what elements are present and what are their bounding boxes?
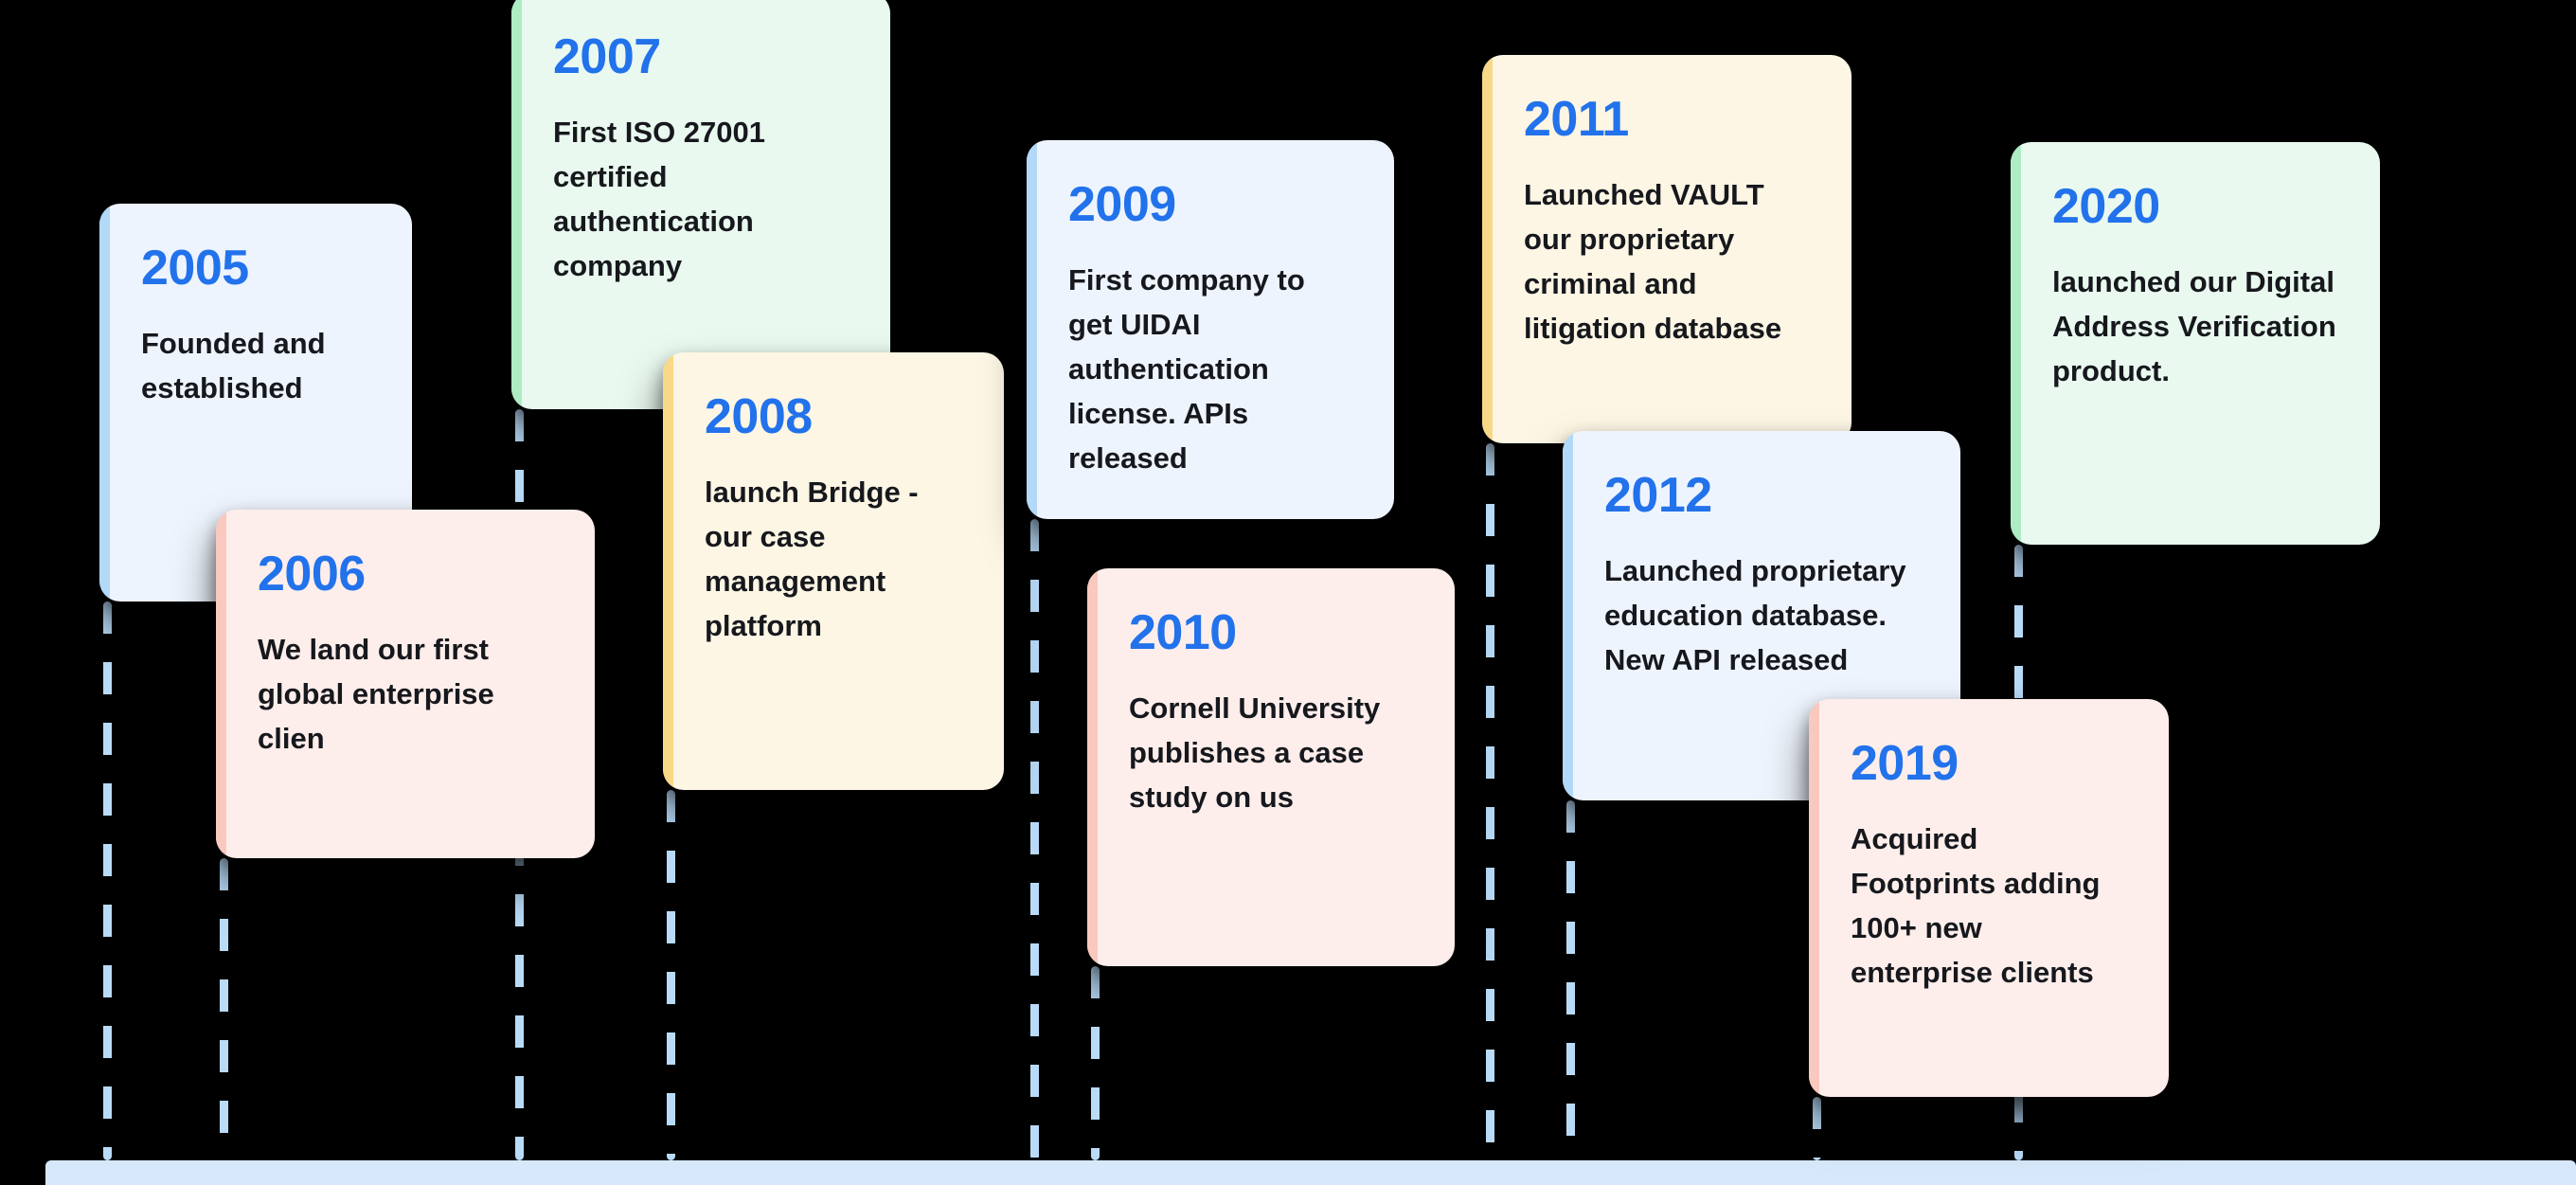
connector-line-2019 <box>1813 1097 1821 1160</box>
milestone-year-label: 2012 <box>1604 468 1712 523</box>
card-accent-stripe <box>1087 568 1098 966</box>
milestone-year-label: 2006 <box>258 547 366 601</box>
milestone-description: Acquired Footprints adding 100+ new ente… <box>1851 822 2101 990</box>
timeline-baseline-bar <box>45 1160 2576 1185</box>
milestone-year-label: 2007 <box>553 29 661 84</box>
connector-line-2006 <box>220 858 228 1160</box>
milestone-description: We land our first global enterprise clie… <box>258 633 494 756</box>
card-accent-stripe <box>1482 55 1493 443</box>
milestone-year-label: 2011 <box>1524 92 1629 147</box>
card-accent-stripe <box>99 204 110 601</box>
milestone-year-label: 2005 <box>141 241 249 296</box>
milestone-description: Cornell University publishes a case stud… <box>1129 691 1381 815</box>
milestone-card-2008[interactable]: 2008 launch Bridge - our case management … <box>663 352 1004 790</box>
milestone-year-label: 2008 <box>705 389 813 444</box>
connector-line-2012 <box>1566 800 1575 1160</box>
milestone-description: First company to get UIDAI authenticatio… <box>1068 263 1305 476</box>
card-accent-stripe <box>1563 431 1573 800</box>
card-accent-stripe <box>1027 140 1037 519</box>
milestone-card-2006[interactable]: 2006 We land our first global enterprise … <box>216 510 595 858</box>
card-accent-stripe <box>663 352 673 790</box>
milestone-description: Launched VAULT our proprietary criminal … <box>1524 178 1782 346</box>
milestone-description: Launched proprietary education database.… <box>1604 554 1906 677</box>
milestone-description: launched our Digital Address Verificatio… <box>2052 265 2336 388</box>
milestone-description: Founded and established <box>141 327 326 405</box>
card-accent-stripe <box>216 510 226 858</box>
card-accent-stripe <box>511 0 522 409</box>
card-accent-stripe <box>2011 142 2021 545</box>
connector-line-2011 <box>1486 443 1494 1160</box>
milestone-year-label: 2009 <box>1068 177 1176 232</box>
connector-line-2010 <box>1091 966 1100 1160</box>
connector-line-2009 <box>1030 519 1039 1160</box>
milestone-year-label: 2019 <box>1851 736 1959 791</box>
milestone-card-2020[interactable]: 2020 launched our Digital Address Verific… <box>2011 142 2380 545</box>
connector-line-2005 <box>103 601 112 1160</box>
milestone-year-label: 2010 <box>1129 605 1237 660</box>
connector-line-2008 <box>667 790 675 1160</box>
milestone-year-label: 2020 <box>2052 179 2160 234</box>
milestone-description: First ISO 27001 certified authentication… <box>553 116 766 283</box>
card-accent-stripe <box>1809 699 1819 1097</box>
milestone-description: launch Bridge - our case management plat… <box>705 476 919 643</box>
